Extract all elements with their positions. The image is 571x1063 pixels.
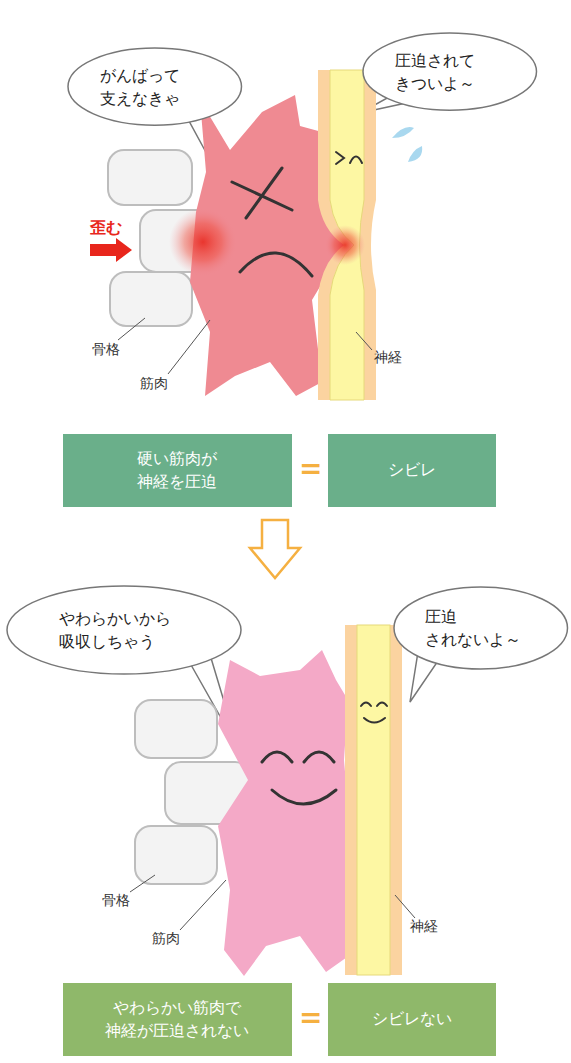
bubble-outline xyxy=(67,47,243,126)
part-label: 骨格 xyxy=(102,892,130,910)
angry-face xyxy=(232,168,312,276)
part-label: 神経 xyxy=(374,349,402,367)
speech-bubble: がんばって 支えなきゃ xyxy=(67,47,243,126)
nerve-sheath-top xyxy=(318,70,376,400)
equals-sign: = xyxy=(299,452,322,485)
speech-bubble: 圧迫 されないよ～ xyxy=(393,586,569,670)
bubble-text: がんばって 支えなきゃ xyxy=(100,64,210,110)
smile-face xyxy=(262,752,336,804)
sweat-drops xyxy=(392,127,422,162)
leader-lines-top xyxy=(118,318,372,374)
bubble-text: やわらかいから 吸収しちゃう xyxy=(59,607,189,653)
nerve-bottom xyxy=(357,625,390,975)
part-label: 骨格 xyxy=(92,341,120,359)
speech-bubble: やわらかいから 吸収しちゃう xyxy=(6,585,242,675)
box-text: 硬い筋肉が 神経を圧迫 xyxy=(122,447,232,493)
part-label: 筋肉 xyxy=(152,930,180,948)
cause-box: やわらかい筋肉で 神経が圧迫されない xyxy=(63,983,292,1056)
box-text: シビレない xyxy=(372,1007,452,1030)
nerve-face-top xyxy=(336,152,362,164)
box-text: やわらかい筋肉で 神経が圧迫されない xyxy=(95,996,260,1042)
nerve-face-bottom xyxy=(361,703,387,723)
bubble-ellipse xyxy=(7,586,241,674)
bubble-outline xyxy=(362,32,538,111)
nerve-sheath-bottom xyxy=(345,625,402,975)
bubble-outline xyxy=(393,586,569,670)
equals-sign: = xyxy=(299,1001,322,1034)
result-box: シビレ xyxy=(328,434,496,507)
result-box: シビレない xyxy=(328,983,496,1056)
bubble-text: 圧迫されて きついよ～ xyxy=(395,49,505,95)
box-text: シビレ xyxy=(388,458,436,481)
bubble-ellipse xyxy=(363,33,537,110)
part-label: 神経 xyxy=(410,918,438,936)
bubble-ellipse xyxy=(68,48,242,125)
part-label: 筋肉 xyxy=(140,375,168,393)
distortion-arrow xyxy=(90,238,132,262)
cause-box: 硬い筋肉が 神経を圧迫 xyxy=(63,434,292,507)
down-arrow xyxy=(250,520,300,578)
bubble-text: 圧迫 されないよ～ xyxy=(425,605,535,651)
distortion-label: 歪む xyxy=(90,218,122,239)
speech-bubble: 圧迫されて きついよ～ xyxy=(362,32,538,111)
bubble-ellipse xyxy=(394,587,568,669)
muscle-bottom xyxy=(218,650,350,976)
leader-lines-bottom xyxy=(130,875,415,930)
bubble-outline xyxy=(6,585,242,675)
